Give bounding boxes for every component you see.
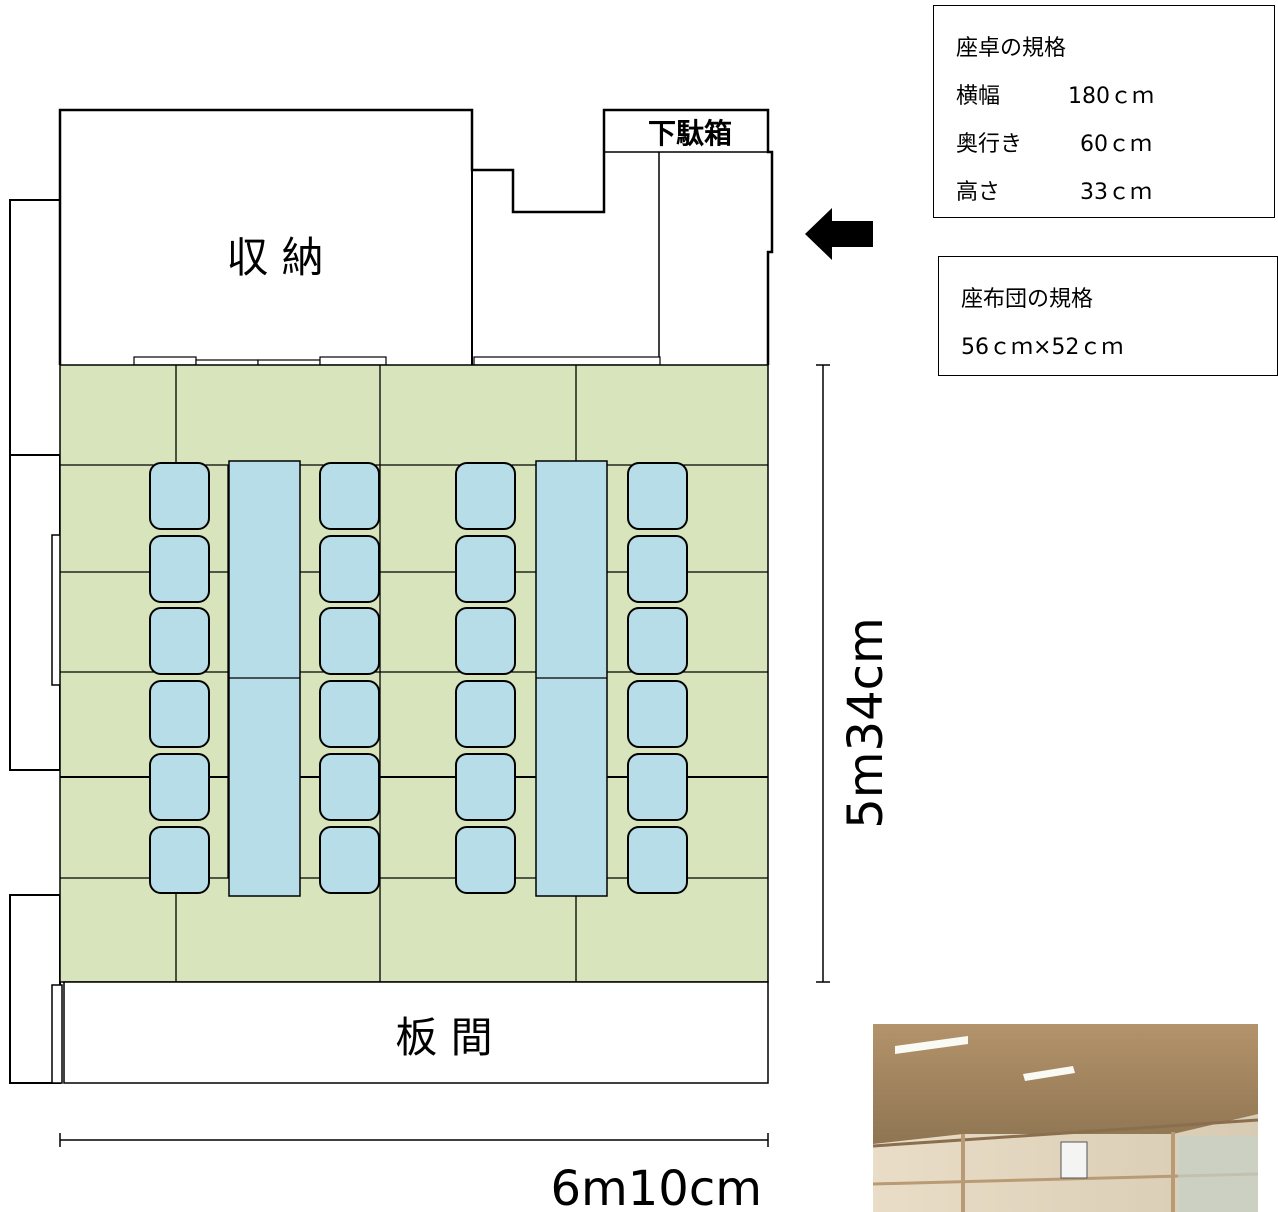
floor-cushion [627,535,688,603]
floor-cushion [319,607,380,675]
floor-cushion [319,826,380,894]
floor-cushion [455,826,516,894]
left-wall [9,199,60,456]
table-spec-label: 横幅 [956,84,1001,109]
floor-cushion [455,535,516,603]
depth-label: 5m34cm [838,617,894,829]
floor-cushion [149,607,210,675]
floor-cushion [455,607,516,675]
floor-cushion [627,826,688,894]
floor-cushion [627,462,688,530]
floor-cushion [319,462,380,530]
table-spec-box: 座卓の規格 横幅 180ｃｍ 奥行き 60ｃｍ 高さ 33ｃｍ [933,5,1275,218]
table-spec-label: 高さ [956,180,1001,205]
floor-cushion [627,680,688,748]
storage-label: 収 納 [226,233,323,282]
table-spec-title: 座卓の規格 [956,36,1067,61]
floor-cushion [627,753,688,821]
floor-cushion [319,535,380,603]
floor-cushion [149,826,210,894]
cushion-spec-box: 座布団の規格 56ｃｍ×52ｃｍ [938,256,1278,376]
wooden-floor [63,981,769,1084]
sliding-door [473,356,661,366]
room-photo [873,1024,1258,1212]
floor-cushion [627,607,688,675]
floor-cushion [149,753,210,821]
cushion-spec-title: 座布団の規格 [961,287,1094,312]
cushion-group [149,462,688,894]
floor-cushion [455,462,516,530]
table-spec-value: 60ｃｍ [1080,132,1152,157]
cushion-spec-value: 56ｃｍ×52ｃｍ [961,335,1124,360]
width-dimension-line [59,1133,769,1147]
wooden-floor-label: 板 間 [395,1013,492,1062]
depth-dimension-line [816,364,830,983]
sliding-door [319,356,387,366]
floor-cushion [149,535,210,603]
floor-cushion [455,753,516,821]
room-photo-image [873,1024,1258,1212]
table-spec-value: 180ｃｍ [1068,84,1154,109]
table-spec-value: 33ｃｍ [1080,180,1152,205]
floor-cushion [149,680,210,748]
sliding-door [133,356,197,366]
floor-cushion [319,753,380,821]
shoe-box-label: 下駄箱 [648,117,732,150]
arrow-left-icon [805,208,873,260]
floor-cushion [319,680,380,748]
floor-cushion [455,680,516,748]
floor-cushion [149,462,210,530]
table-spec-label: 奥行き [956,132,1023,157]
width-label: 6m10cm [550,1161,762,1212]
